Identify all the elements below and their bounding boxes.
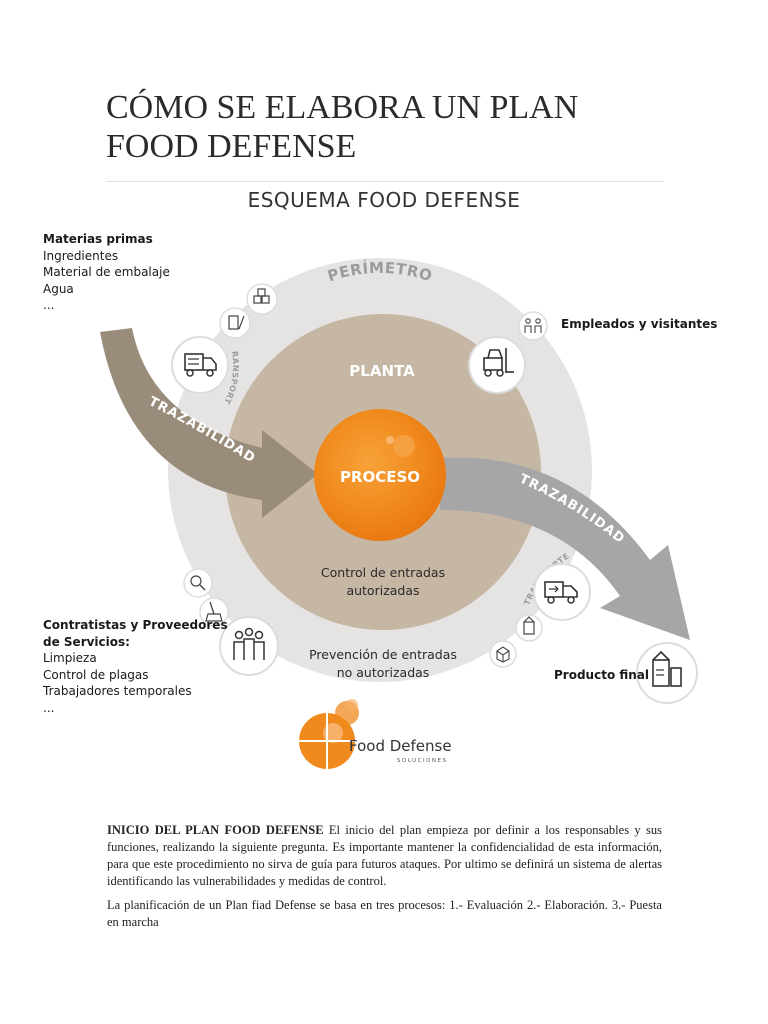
cleaning-icon bbox=[199, 597, 229, 627]
employees-annotation: Empleados y visitantes bbox=[561, 317, 718, 331]
planning-paragraph: La planificación de un Plan fiad Defense… bbox=[107, 898, 662, 929]
final-product-icon bbox=[636, 642, 698, 704]
truck-icon bbox=[171, 336, 229, 394]
intro-text: El inicio del plan empieza por definir a… bbox=[107, 823, 662, 888]
intro-heading: INICIO DEL PLAN FOOD DEFENSE bbox=[107, 823, 324, 837]
final-product-annotation: Producto final bbox=[554, 668, 650, 682]
food-defense-logo: Food Defense SOLUCIONES bbox=[299, 699, 452, 769]
visitors-icon bbox=[518, 311, 548, 341]
intro-paragraph: INICIO DEL PLAN FOOD DEFENSE El inicio d… bbox=[107, 822, 662, 890]
logo-subtext: SOLUCIONES bbox=[397, 758, 448, 764]
contractors-heading-line2: de Servicios: bbox=[43, 634, 130, 649]
raw-material-item: Agua bbox=[43, 281, 74, 296]
inner-caption-line1: Control de entradas bbox=[321, 565, 445, 580]
contractors-annotation: Contratistas y Proveedores de Servicios:… bbox=[43, 617, 228, 716]
contractor-item: Control de plagas bbox=[43, 667, 149, 682]
contractor-item: ... bbox=[43, 700, 55, 715]
plant-label: PLANTA bbox=[349, 362, 415, 380]
outer-caption-line1: Prevención de entradas bbox=[309, 647, 457, 662]
pest-control-icon bbox=[183, 568, 213, 598]
logo-text: Food Defense bbox=[349, 737, 452, 755]
carton-icon bbox=[515, 614, 543, 642]
traceability-arrow-left bbox=[100, 328, 318, 518]
page-title-line1: CÓMO SE ELABORA UN PLAN bbox=[106, 89, 579, 126]
page-title: CÓMO SE ELABORA UN PLAN FOOD DEFENSE bbox=[106, 88, 666, 166]
core-highlight bbox=[393, 435, 415, 457]
forklift-icon bbox=[468, 336, 526, 394]
diagram-title: ESQUEMA FOOD DEFENSE bbox=[247, 188, 521, 212]
process-label: PROCESO bbox=[340, 468, 420, 486]
raw-material-item: ... bbox=[43, 298, 55, 312]
body-text: INICIO DEL PLAN FOOD DEFENSE El inicio d… bbox=[107, 822, 662, 938]
package-icon bbox=[489, 640, 517, 668]
food-defense-diagram: PERÍMETRO PLANTA PROCESO TRAZABILIDAD TR… bbox=[0, 0, 698, 769]
core-highlight-small bbox=[386, 436, 394, 444]
raw-material-item: Ingredientes bbox=[43, 248, 119, 263]
delivery-truck-icon bbox=[533, 563, 591, 621]
traceability-arrow-right bbox=[440, 457, 690, 640]
raw-materials-annotation: Materias primas Ingredientes Material de… bbox=[43, 231, 170, 314]
contractors-heading-line1: Contratistas y Proveedores bbox=[43, 618, 228, 632]
raw-material-item: Material de embalaje bbox=[43, 265, 170, 279]
contractor-item: Limpieza bbox=[43, 651, 97, 665]
boxes-icon bbox=[246, 283, 278, 315]
people-group-icon bbox=[219, 616, 279, 676]
inner-caption-line2: autorizadas bbox=[346, 583, 419, 598]
raw-materials-heading: Materias primas bbox=[43, 232, 153, 246]
outer-caption-line2: no autorizadas bbox=[337, 665, 430, 680]
page-title-line2: FOOD DEFENSE bbox=[106, 128, 357, 165]
ingredients-icon bbox=[219, 307, 251, 339]
title-divider bbox=[106, 181, 664, 182]
contractor-item: Trabajadores temporales bbox=[43, 684, 192, 698]
